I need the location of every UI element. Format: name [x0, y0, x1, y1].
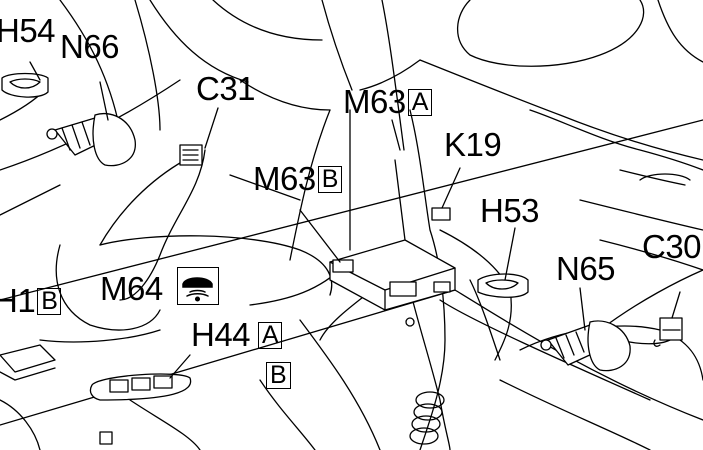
switch-panel — [89, 373, 192, 401]
connector-block — [0, 344, 56, 381]
label-h44-b-box: B — [266, 362, 291, 389]
leader-lines — [29, 61, 681, 379]
control-unit — [329, 239, 456, 327]
label-n66: N66 — [60, 28, 120, 65]
label-k19: K19 — [444, 126, 502, 163]
label-m64: M64 — [100, 270, 163, 307]
interior-light-icon — [177, 267, 219, 305]
coiled-cable — [409, 391, 445, 445]
label-c31: C31 — [196, 70, 256, 107]
label-c30: C30 — [642, 228, 702, 265]
connectors — [99, 144, 683, 445]
lamps — [1, 72, 529, 298]
body-contours — [0, 0, 703, 216]
motors — [46, 113, 631, 372]
label-n65: N65 — [556, 250, 616, 287]
label-h53: H53 — [480, 192, 540, 229]
structure-lines — [0, 119, 703, 450]
label-h54: H54 — [0, 12, 56, 49]
